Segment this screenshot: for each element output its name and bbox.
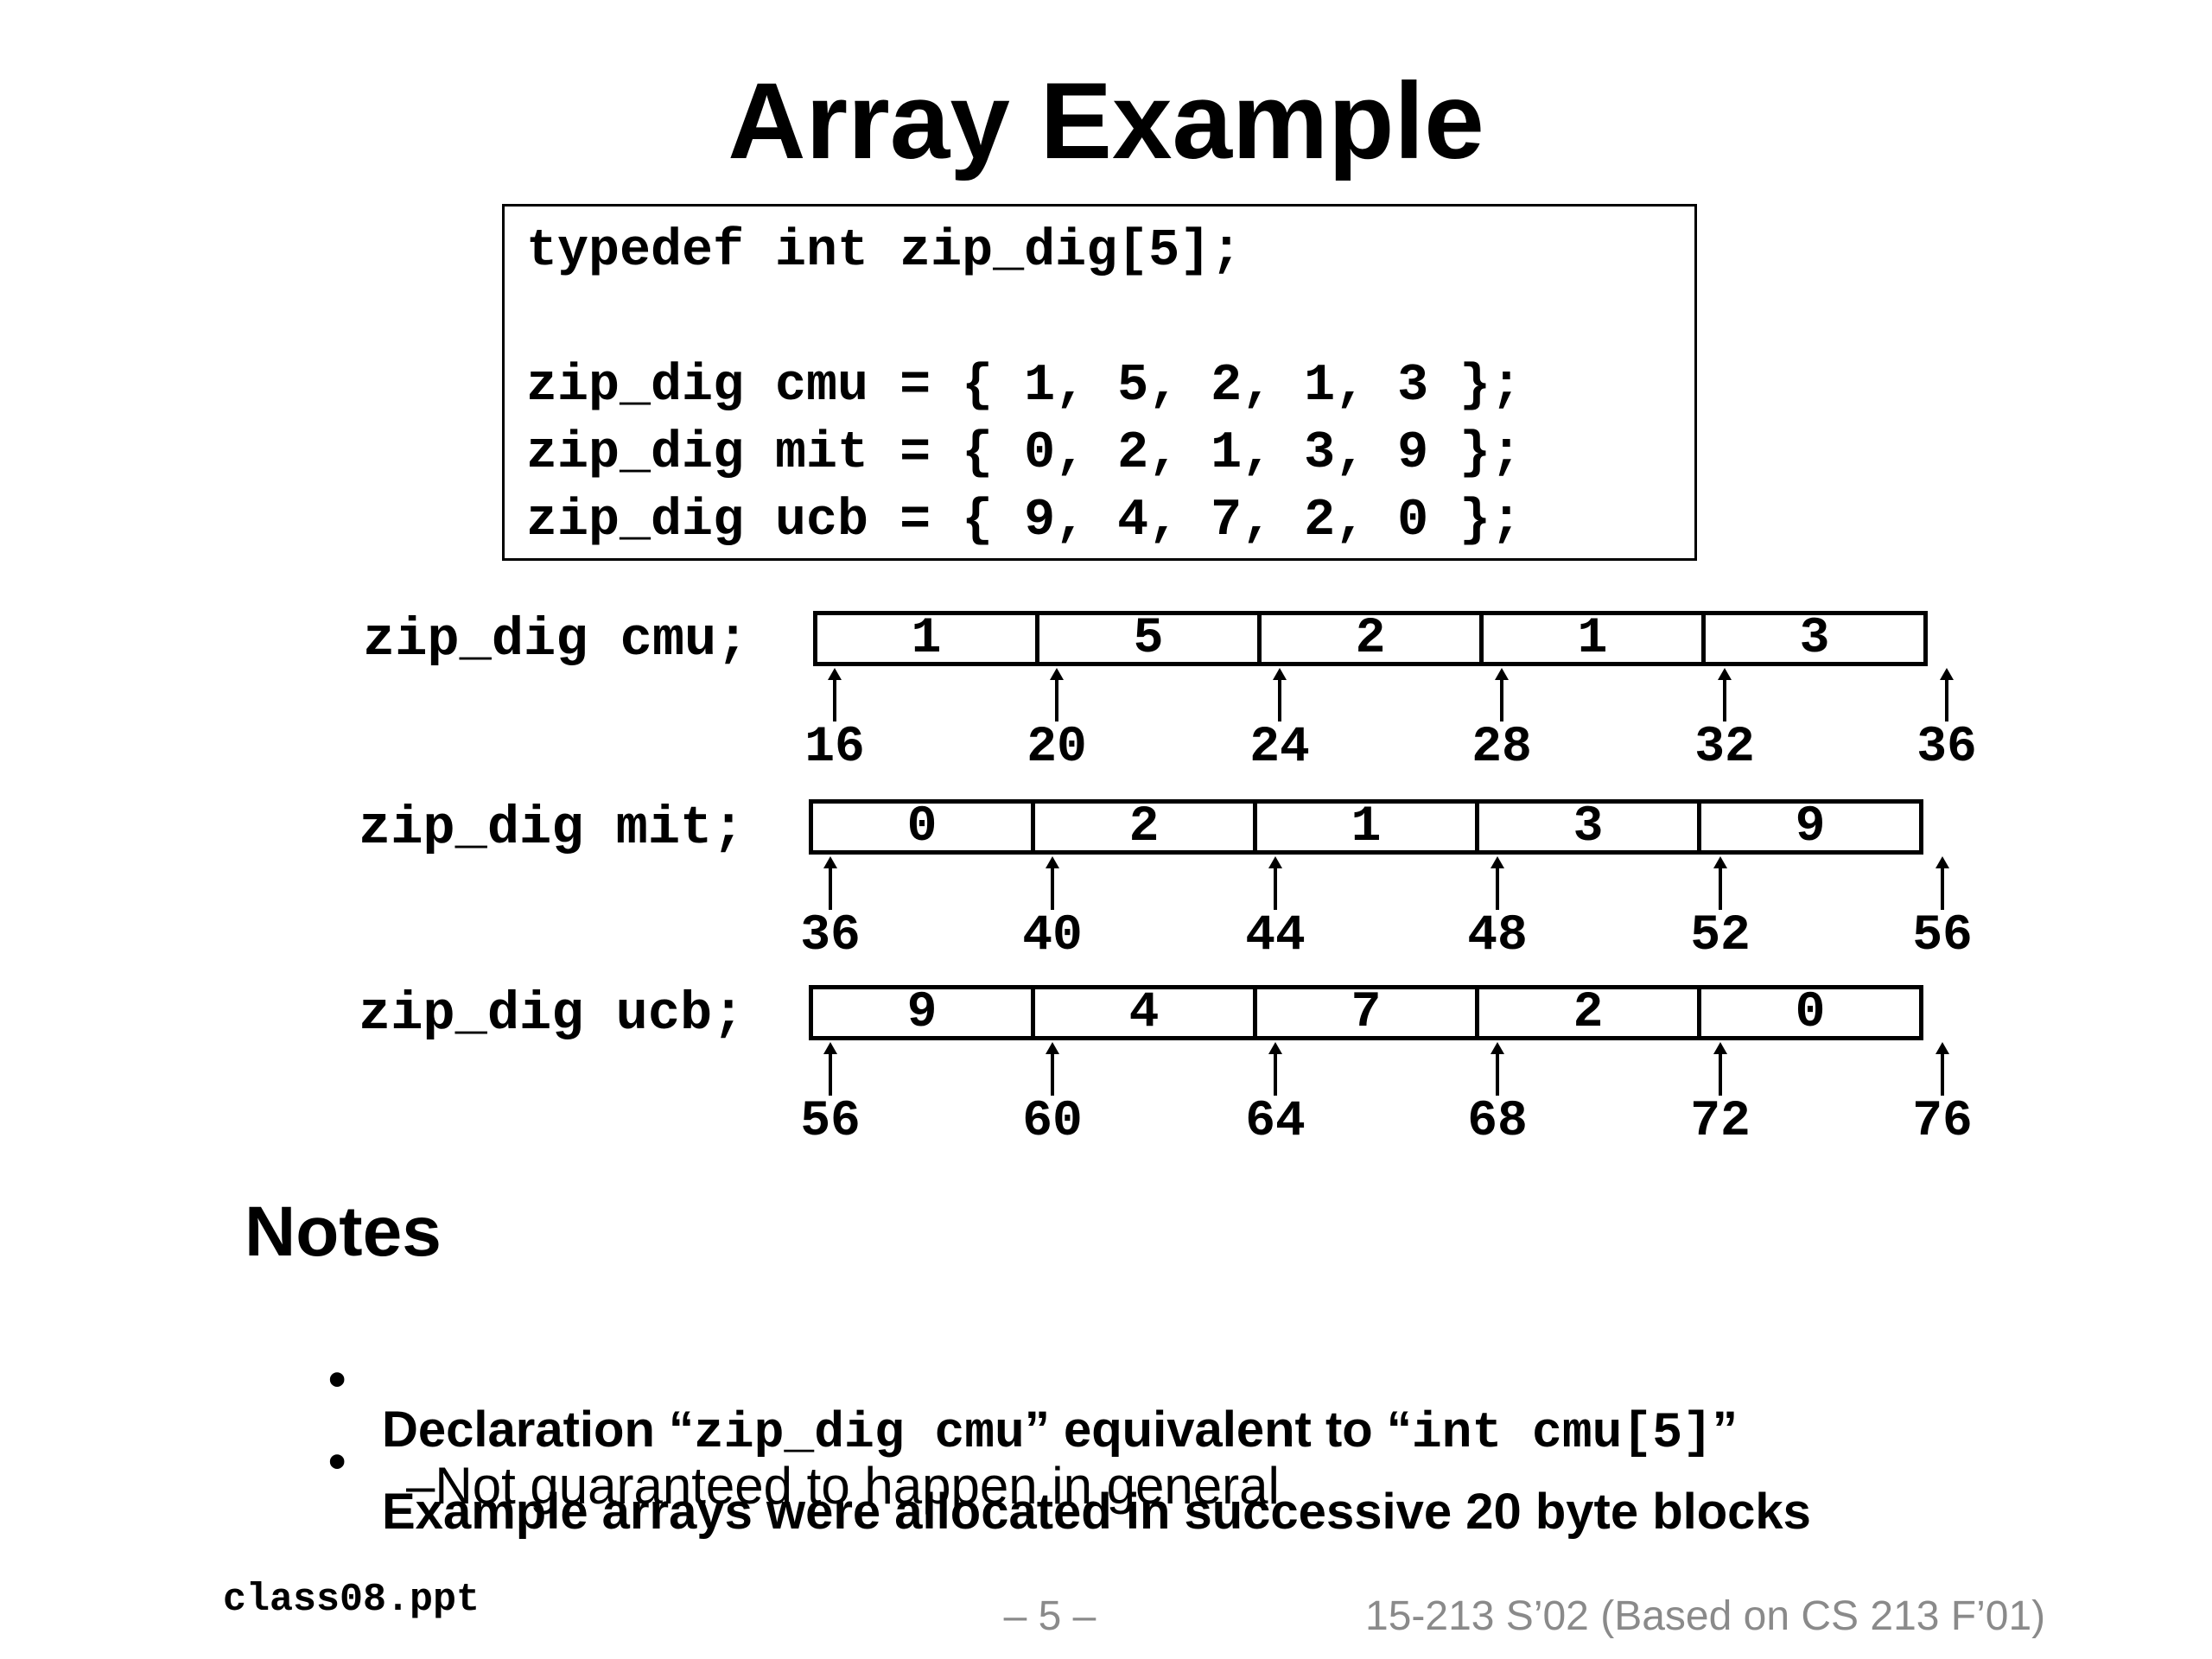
address-marker: 40 [1001,856,1104,962]
up-arrow-icon [1491,856,1504,910]
code-line: zip_dig ucb = { 9, 4, 7, 2, 0 }; [526,492,1522,550]
address-marker: 64 [1224,1042,1327,1147]
array-cell: 1 [1484,611,1706,667]
code-term: zip_dig cmu [694,1406,1025,1462]
address-marker: 76 [1891,1042,1994,1147]
up-arrow-icon [1718,668,1732,721]
address-marker: 56 [1891,856,1994,962]
array-mit: 0 2 1 3 9 [809,799,1923,855]
up-arrow-icon [1936,1042,1949,1096]
address-marker: 68 [1446,1042,1549,1147]
address-marker: 36 [1895,668,1999,773]
address-label: 68 [1467,1094,1528,1150]
array-label-ucb: zip_dig ucb; [359,983,745,1045]
up-arrow-icon [1713,1042,1727,1096]
address-label: 56 [1912,908,1973,964]
up-arrow-icon [1046,856,1059,910]
address-label: 52 [1690,908,1751,964]
address-label: 56 [800,1094,861,1150]
footer-page-number: – 5 – [1003,1593,1096,1639]
address-label: 36 [800,908,861,964]
address-marker: 56 [779,1042,882,1147]
code-line: typedef int zip_dig[5]; [526,222,1243,281]
bullet-dot: • [328,1433,346,1490]
address-marker: 28 [1450,668,1554,773]
array-cell: 2 [1479,985,1701,1041]
array-ucb: 9 4 7 2 0 [809,984,1923,1041]
up-arrow-icon [1268,856,1282,910]
address-marker: 24 [1228,668,1332,773]
address-label: 36 [1916,720,1977,776]
up-arrow-icon [1713,856,1727,910]
notes-heading: Notes [245,1192,442,1271]
array-cell: 4 [1035,985,1257,1041]
address-label: 60 [1022,1094,1083,1150]
array-cell: 5 [1039,611,1262,667]
slide-title: Array Example [728,61,1484,181]
array-label-cmu: zip_dig cmu; [363,609,749,671]
up-arrow-icon [828,668,842,721]
bullet-text: Declaration “zip_dig cmu” equivalent to … [382,1405,1738,1459]
address-marker: 48 [1446,856,1549,962]
code-block: typedef int zip_dig[5]; zip_dig cmu = { … [502,204,1697,561]
address-marker: 52 [1669,856,1772,962]
up-arrow-icon [1273,668,1287,721]
array-cell: 2 [1035,799,1257,855]
address-label: 28 [1471,720,1532,776]
code-term: int cmu[5] [1411,1406,1713,1462]
up-arrow-icon [1495,668,1509,721]
bullet-text-part: ” equivalent to “ [1024,1402,1412,1458]
array-cell: 0 [813,799,1035,855]
address-marker: 44 [1224,856,1327,962]
array-cell: 7 [1257,985,1479,1041]
bullet-dot: • [328,1351,346,1408]
address-label: 72 [1690,1094,1751,1150]
array-cell: 3 [1799,610,1830,667]
bullet-text-part: ” [1712,1402,1738,1458]
address-label: 20 [1027,720,1087,776]
code-line: zip_dig cmu = { 1, 5, 2, 1, 3 }; [526,357,1522,416]
array-cell: 1 [1257,799,1479,855]
array-cell: 1 [817,611,1039,667]
address-label: 64 [1245,1094,1306,1150]
array-cmu: 1 5 2 1 3 [813,610,1928,667]
array-cell: 9 [813,985,1035,1041]
address-marker: 32 [1673,668,1777,773]
sub-bullet-text: –Not guaranteed to happen in general [406,1457,1280,1515]
up-arrow-icon [823,856,837,910]
up-arrow-icon [1491,1042,1504,1096]
up-arrow-icon [1046,1042,1059,1096]
array-cell: 3 [1479,799,1701,855]
address-label: 40 [1022,908,1083,964]
array-cell: 9 [1795,798,1826,855]
address-label: 44 [1245,908,1306,964]
up-arrow-icon [1940,668,1954,721]
up-arrow-icon [1268,1042,1282,1096]
footer-filename: class08.ppt [223,1578,480,1622]
code-line: zip_dig mit = { 0, 2, 1, 3, 9 }; [526,424,1522,483]
address-label: 16 [804,720,865,776]
address-marker: 20 [1005,668,1109,773]
address-label: 76 [1912,1094,1973,1150]
address-label: 24 [1249,720,1310,776]
array-cell: 2 [1262,611,1484,667]
array-label-mit: zip_dig mit; [359,798,745,859]
up-arrow-icon [1050,668,1064,721]
up-arrow-icon [1936,856,1949,910]
bullet-text: Example arrays were allocated in success… [382,1484,1811,1540]
address-marker: 60 [1001,1042,1104,1147]
footer-course: 15-213 S’02 (Based on CS 213 F’01) [1365,1593,2046,1639]
address-label: 48 [1467,908,1528,964]
bullet-item: • Declaration “zip_dig cmu” equivalent t… [328,1305,1738,1505]
address-label: 32 [1694,720,1755,776]
array-cell: 0 [1795,984,1826,1041]
up-arrow-icon [823,1042,837,1096]
bullet-text-part: Declaration “ [382,1402,694,1458]
address-marker: 36 [779,856,882,962]
address-marker: 72 [1669,1042,1772,1147]
bullet-item: • Example arrays were allocated in succe… [328,1387,1811,1587]
address-marker: 16 [783,668,887,773]
